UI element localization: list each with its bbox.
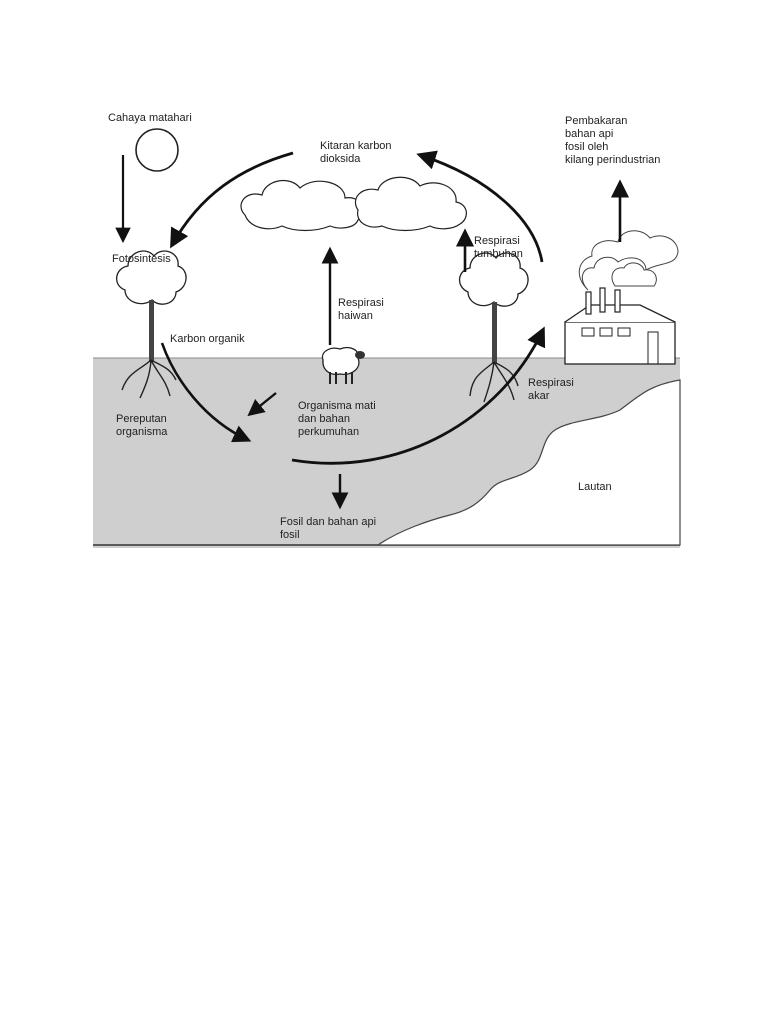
svg-text:fosil: fosil: [280, 529, 300, 541]
svg-text:Respirasi: Respirasi: [528, 377, 574, 389]
svg-text:Fotosintesis: Fotosintesis: [112, 253, 171, 265]
label-root-respiration: Respirasi akar: [528, 377, 574, 402]
label-fossil-fuels: Fosil dan bahan api fosil: [280, 516, 376, 541]
svg-text:haiwan: haiwan: [338, 310, 373, 322]
svg-text:Kitaran karbon: Kitaran karbon: [320, 140, 392, 152]
sheep-icon: [321, 346, 365, 384]
svg-text:Respirasi: Respirasi: [338, 297, 384, 309]
arrow-to-dead-organisms: [247, 392, 277, 417]
factory-icon: [564, 287, 676, 365]
svg-text:Cahaya matahari: Cahaya matahari: [108, 112, 192, 124]
svg-text:dan bahan: dan bahan: [298, 413, 350, 425]
label-dead-organisms: Organisma mati dan bahan perkumuhan: [298, 400, 376, 438]
svg-text:organisma: organisma: [116, 426, 168, 438]
svg-text:Pembakaran: Pembakaran: [565, 115, 627, 127]
svg-text:perkumuhan: perkumuhan: [298, 426, 359, 438]
label-plant-respiration: Respirasi tumbuhan: [474, 235, 523, 260]
svg-text:Pereputan: Pereputan: [116, 413, 167, 425]
svg-text:kilang perindustrian: kilang perindustrian: [565, 154, 660, 166]
smoke-icon: [578, 230, 679, 291]
svg-text:Respirasi: Respirasi: [474, 235, 520, 247]
label-ocean: Lautan: [578, 481, 612, 493]
cloud-icon: [240, 176, 467, 232]
label-fossil-combustion: Pembakaran bahan api fosil oleh kilang p…: [565, 115, 660, 166]
svg-text:dioksida: dioksida: [320, 153, 361, 165]
sun-icon: [135, 128, 179, 172]
svg-text:Karbon organik: Karbon organik: [170, 333, 245, 345]
label-animal-respiration: Respirasi haiwan: [338, 297, 384, 322]
label-photosynthesis: Fotosintesis: [112, 253, 171, 265]
tree-icon: [116, 250, 187, 399]
label-organic-carbon: Karbon organik: [170, 333, 245, 345]
ocean-river: [376, 379, 681, 546]
tree-icon: [458, 252, 529, 403]
arrow-plant-respiration-to-co2: [416, 150, 544, 263]
arrow-organic-carbon-down: [160, 342, 252, 443]
svg-text:Fosil dan bahan api: Fosil dan bahan api: [280, 516, 376, 528]
svg-text:Organisma mati: Organisma mati: [298, 400, 376, 412]
svg-text:bahan api: bahan api: [565, 128, 613, 140]
svg-text:fosil oleh: fosil oleh: [565, 141, 608, 153]
label-sunlight: Cahaya matahari: [108, 112, 192, 124]
arrow-co2-to-photosynthesis: [170, 151, 294, 249]
svg-text:akar: akar: [528, 390, 550, 402]
arrow-decay-to-root-respiration: [291, 326, 546, 465]
label-co2-cycle: Kitaran karbon dioksida: [320, 140, 392, 165]
svg-text:tumbuhan: tumbuhan: [474, 248, 523, 260]
svg-text:Lautan: Lautan: [578, 481, 612, 493]
label-decay: Pereputan organisma: [116, 413, 168, 438]
